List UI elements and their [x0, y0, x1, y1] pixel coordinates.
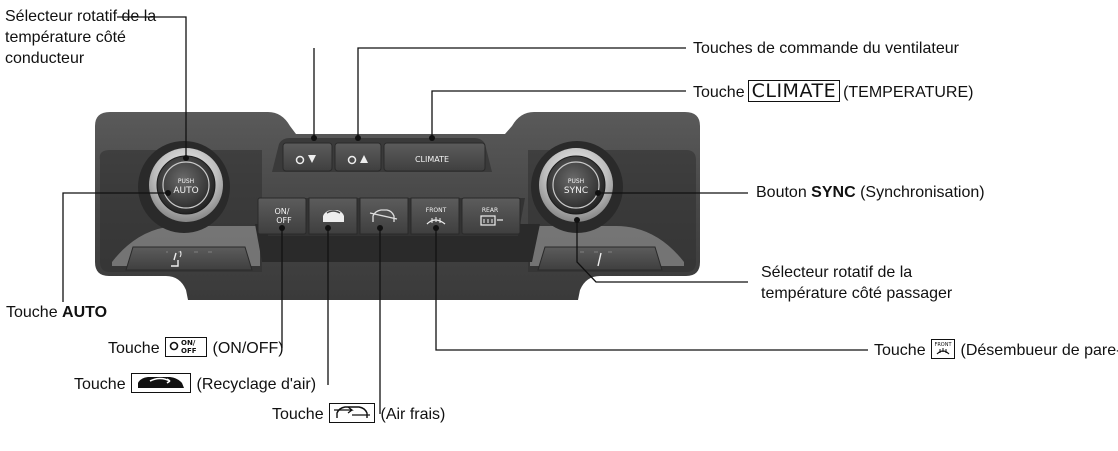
defrost-icon-front-text: FRONT: [935, 342, 953, 348]
label-fresh-suffix: (Air frais): [380, 406, 446, 423]
label-defrost-suffix: (Désembueur de pare-brise): [960, 342, 1118, 359]
seat-heater-icon: [171, 250, 182, 267]
front-defrost-icon: FRONT: [935, 342, 953, 355]
label-auto-key: Touche AUTO: [6, 302, 107, 323]
lower-button-bar: [257, 197, 525, 236]
leader-defrost: [435, 228, 868, 351]
leader-lines: [62, 16, 868, 414]
leader-dots: [165, 135, 601, 231]
label-passenger-dial: Sélecteur rotatif de la température côté …: [761, 262, 952, 304]
left-knob-auto-label: AUTO: [173, 186, 198, 196]
car-fresh-air-icon: [334, 406, 371, 418]
recirc-icon-box: [131, 372, 192, 393]
front-defrost-icon: [426, 217, 446, 225]
front-defrost-button[interactable]: FRONT: [426, 207, 447, 225]
label-driver-dial: Sélecteur rotatif de la température côté…: [5, 8, 157, 67]
leader-auto: [62, 192, 168, 302]
label-passenger-dial-line1: Sélecteur rotatif de la: [761, 264, 913, 281]
right-knob-sync-label: SYNC: [564, 186, 588, 196]
label-climate-suffix: (TEMPERATURE): [843, 84, 974, 101]
rear-defrost-icon: [480, 215, 503, 226]
leader-driver-dial: [117, 16, 187, 158]
leader-climate: [431, 90, 686, 138]
onoff-icon-on-text: ON/: [181, 339, 196, 347]
label-auto-prefix: Touche: [6, 304, 58, 321]
fan-up-button[interactable]: [347, 155, 369, 165]
label-recirc-key: Touche (Recyclage d'air): [74, 372, 317, 395]
rear-defrost-button-label: REAR: [482, 207, 498, 214]
label-onoff-key: Touche ON/OFF (ON/OFF): [108, 336, 284, 359]
label-defrost-prefix: Touche: [874, 342, 926, 359]
label-sync-button: Bouton SYNC (Synchronisation): [756, 182, 985, 203]
right-seat-heater-button[interactable]: [537, 246, 663, 271]
label-recirc-suffix: (Recyclage d'air): [196, 376, 317, 393]
label-fresh-prefix: Touche: [272, 406, 324, 423]
passenger-temperature-dial[interactable]: PUSH SYNC: [531, 141, 623, 233]
label-fan-keys: Touches de commande du ventilateur: [693, 40, 959, 57]
ac-onoff-button[interactable]: ON/ OFF: [275, 207, 293, 225]
label-onoff-prefix: Touche: [108, 340, 160, 357]
leader-fan-keys: [357, 47, 686, 138]
leader-passenger-dial: [576, 220, 748, 283]
defrost-icon-box: FRONT: [931, 338, 956, 359]
fresh-icon-box: [329, 402, 376, 423]
label-sync-prefix: Bouton: [756, 184, 807, 201]
auto-button[interactable]: PUSH AUTO: [173, 178, 198, 196]
right-knob-push-label: PUSH: [568, 178, 584, 185]
label-defrost-key: Touche FRONT (Désembueur de pare-brise): [874, 338, 1118, 361]
label-onoff-suffix: (ON/OFF): [212, 340, 284, 357]
onoff-icon-off-text: OFF: [181, 347, 197, 354]
car-fresh-air-icon: [369, 209, 398, 222]
fan-up-icon: [347, 155, 368, 165]
label-climate-key-box: CLIMATE: [747, 80, 841, 102]
climate-button-label: CLIMATE: [415, 155, 449, 164]
seat-heater-icon: [597, 252, 602, 267]
left-knob-push-label: PUSH: [178, 178, 194, 185]
car-recirculation-icon: [323, 210, 344, 222]
label-climate-prefix: Touche: [693, 84, 745, 101]
recirculation-button[interactable]: [323, 210, 344, 222]
left-seat-heater-button[interactable]: [125, 246, 253, 271]
fan-down-button[interactable]: [295, 155, 317, 165]
label-fresh-key: Touche (Air frais): [272, 402, 446, 425]
label-sync-suffix: (Synchronisation): [860, 184, 985, 201]
fan-onoff-icon: ON/OFF: [169, 339, 197, 354]
sync-button[interactable]: PUSH SYNC: [564, 178, 588, 196]
fan-down-icon: [295, 155, 316, 165]
fresh-air-button[interactable]: [369, 209, 398, 222]
onoff-button-label-bottom: OFF: [276, 216, 292, 225]
label-sync-bold: SYNC: [811, 184, 856, 201]
onoff-icon-box: ON/OFF: [165, 336, 208, 357]
car-recirculation-icon: [138, 376, 185, 388]
climate-button[interactable]: CLIMATE: [415, 155, 449, 164]
label-recirc-prefix: Touche: [74, 376, 126, 393]
rear-defrost-button[interactable]: REAR: [480, 207, 503, 226]
driver-temperature-dial[interactable]: PUSH AUTO: [138, 141, 230, 233]
label-auto-bold: AUTO: [62, 304, 108, 321]
label-passenger-dial-line2: température côté passager: [761, 285, 953, 302]
onoff-button-label-top: ON/: [275, 207, 290, 216]
front-defrost-button-label: FRONT: [426, 207, 447, 214]
top-button-bar: [272, 138, 492, 172]
